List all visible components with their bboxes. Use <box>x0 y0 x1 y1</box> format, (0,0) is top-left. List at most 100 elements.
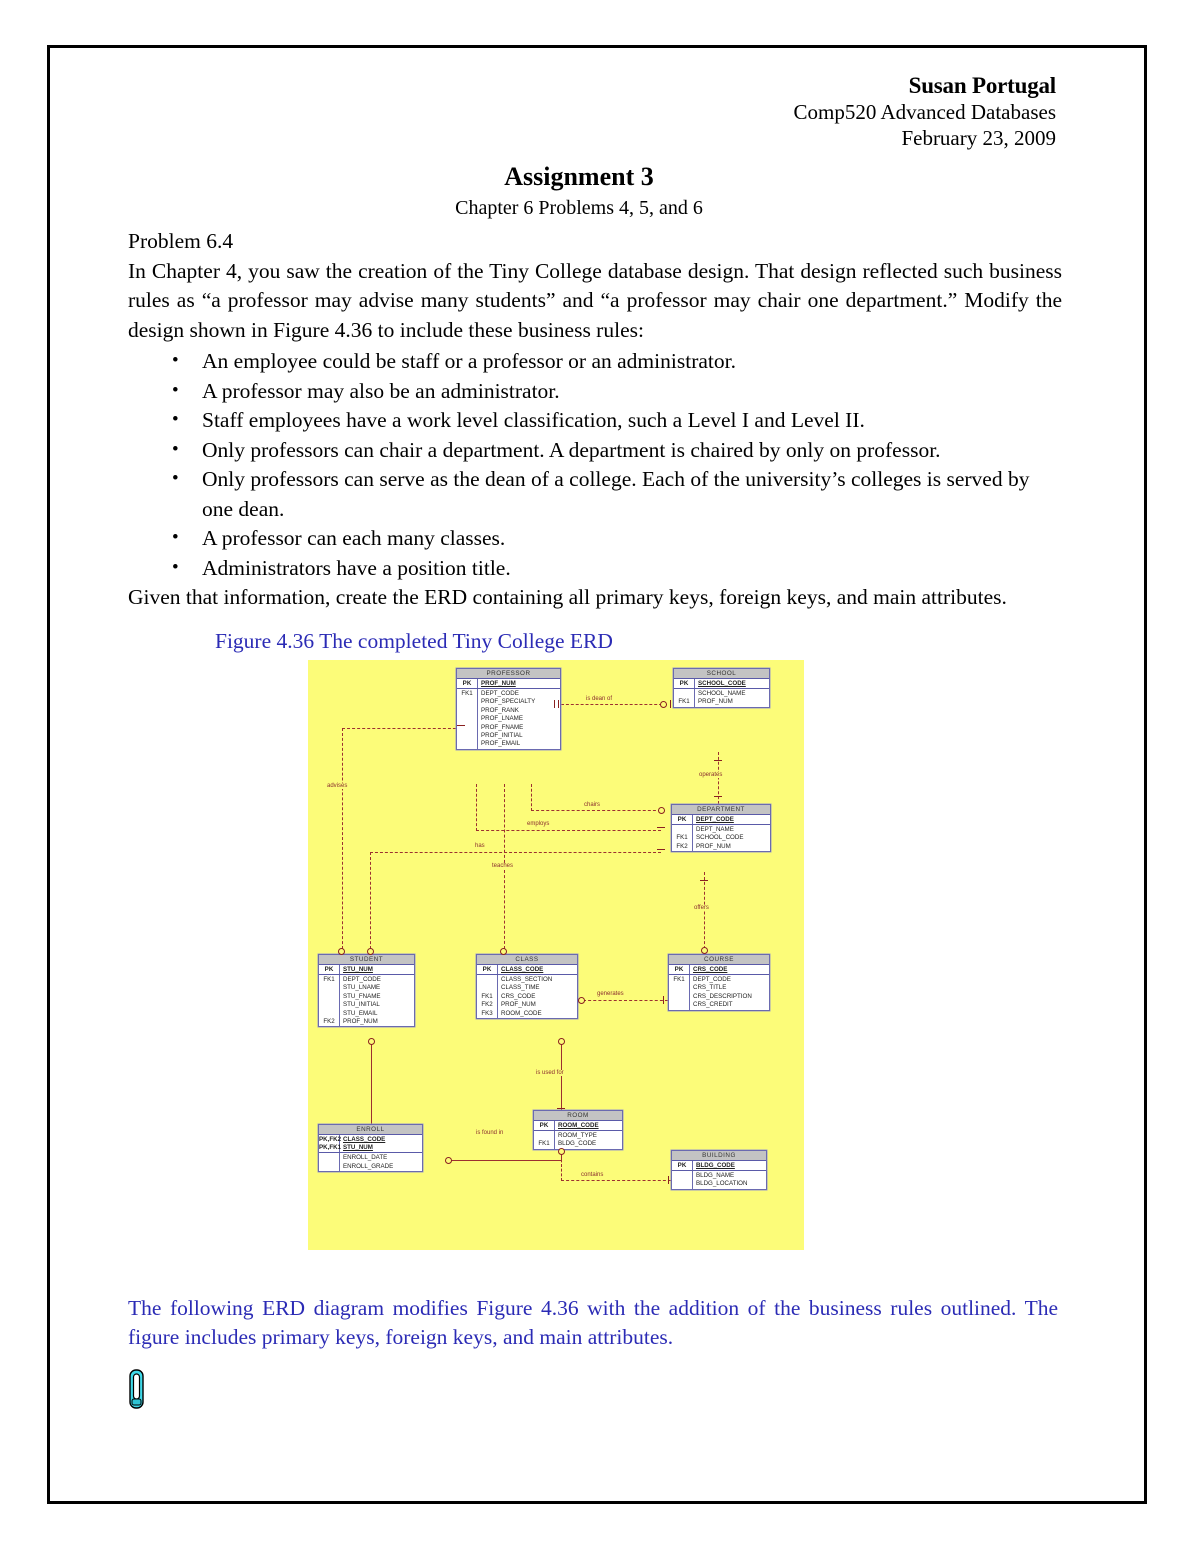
relationship-line-has-v <box>370 851 371 954</box>
entity-pk-row: PK STU_NUM <box>319 964 414 975</box>
relationship-line-generates <box>583 999 668 1001</box>
entity-attr-column: BLDG_NAME BLDG_LOCATION <box>696 1171 748 1188</box>
relationship-line-advises <box>342 727 343 954</box>
entity-key-column: FK1 FK2 <box>319 974 340 1027</box>
entity-school[interactable]: SCHOOL PK SCHOOL_CODE FK1 SCHOOL_NAME PR… <box>673 667 770 708</box>
entity-student[interactable]: STUDENT PK STU_NUM FK1 FK2 DEPT_CODE STU… <box>318 953 415 1028</box>
entity-pk-section: PK,FK2 PK,FK1 CLASS_CODE STU_NUM <box>319 1134 422 1154</box>
cardinality-mark <box>701 946 708 954</box>
entity-attr-cell: SCHOOL_CODE <box>698 679 746 687</box>
entity-attr-cell: ROOM_CODE <box>558 1121 599 1129</box>
page-title: Assignment 3 <box>504 162 654 191</box>
relationship-line-chairs-v <box>531 783 532 811</box>
entity-title: PROFESSOR <box>457 668 560 679</box>
cardinality-mark <box>663 995 664 1004</box>
entity-attr-column: DEPT_NAME SCHOOL_CODE PROF_NUM <box>696 825 744 850</box>
erd-diagram: is dean of operates chairs employs has t… <box>308 659 804 1250</box>
figure-container: is dean of operates chairs employs has t… <box>50 659 1144 1250</box>
relationship-label-employs: employs <box>526 820 551 827</box>
entity-room[interactable]: ROOM PK ROOM_CODE FK1 ROOM_TYPE BLDG_COD… <box>533 1109 623 1150</box>
entity-pk-row: PK BLDG_CODE <box>672 1160 766 1171</box>
entity-attr-column: CLASS_CODE STU_NUM <box>343 1135 386 1151</box>
relationship-label-chairs: chairs <box>583 801 602 808</box>
entity-key-column <box>672 1170 693 1189</box>
entity-attr-column: ROOM_TYPE BLDG_CODE <box>558 1131 597 1148</box>
list-item: Administrators have a position title. <box>128 553 1062 584</box>
page-subtitle: Chapter 6 Problems 4, 5, and 6 <box>455 197 703 219</box>
relationship-line-has <box>370 851 661 853</box>
entity-title: ENROLL <box>319 1124 422 1135</box>
entity-key-column: FK1 <box>457 688 478 749</box>
entity-pk-row: PK ROOM_CODE <box>534 1120 622 1131</box>
entity-key-column: PK,FK2 PK,FK1 <box>319 1134 342 1153</box>
problem-closing: Given that information, create the ERD c… <box>128 585 1007 609</box>
entity-title: SCHOOL <box>674 668 769 679</box>
entity-key-cell: PK <box>477 964 498 974</box>
relationship-label-generates: generates <box>596 990 625 997</box>
cardinality-mark <box>338 947 345 955</box>
cardinality-mark <box>500 947 507 955</box>
cardinality-mark <box>457 724 465 726</box>
entity-attr-cell: PROF_NUM <box>481 679 516 687</box>
entity-class[interactable]: CLASS PK CLASS_CODE FK1 FK2 FK3 CLASS_SE… <box>476 953 578 1019</box>
cardinality-mark <box>558 699 559 708</box>
entity-pk-row: PK SCHOOL_CODE <box>674 678 769 689</box>
entity-key-cell: PK <box>669 964 690 974</box>
relationship-line-contains-v <box>561 1149 562 1181</box>
relationship-label-offers: offers <box>693 904 710 911</box>
cardinality-mark <box>668 1175 669 1184</box>
entity-attr-section: FK1 FK2 FK3 CLASS_SECTION CLASS_TIME CRS… <box>477 974 577 1018</box>
entity-key-cell: PK <box>674 678 695 688</box>
entity-attr-section: FK1 FK2 DEPT_NAME SCHOOL_CODE PROF_NUM <box>672 824 770 852</box>
relationship-line-is-found-in-v <box>561 1039 562 1161</box>
relationship-line-operates <box>718 751 719 804</box>
closing-note: The following ERD diagram modifies Figur… <box>128 1295 1058 1350</box>
entity-attr-column: DEPT_CODE CRS_TITLE CRS_DESCRIPTION CRS_… <box>693 975 752 1009</box>
cardinality-mark <box>657 826 665 828</box>
entity-attr-column: CLASS_SECTION CLASS_TIME CRS_CODE PROF_N… <box>501 975 553 1017</box>
problem-intro: In Chapter 4, you saw the creation of th… <box>128 258 1062 342</box>
entity-key-cell: PK <box>672 1160 693 1170</box>
list-item: Only professors can chair a department. … <box>128 435 1062 466</box>
author-name: Susan Portugal <box>908 73 1057 98</box>
entity-key-cell: PK <box>319 964 340 974</box>
entity-title: BUILDING <box>672 1150 766 1161</box>
document-date: February 23, 2009 <box>901 126 1056 150</box>
cardinality-mark <box>658 806 665 814</box>
cardinality-mark <box>368 1037 375 1045</box>
cardinality-mark <box>558 1147 565 1155</box>
relationship-label-has: has <box>474 842 486 849</box>
relationship-line-employs-v <box>476 783 477 831</box>
relationship-line-employs <box>476 829 661 831</box>
cardinality-mark <box>670 699 671 708</box>
entity-attr-column: DEPT_CODE PROF_SPECIALTY PROF_RANK PROF_… <box>481 689 536 748</box>
entity-enroll[interactable]: ENROLL PK,FK2 PK,FK1 CLASS_CODE STU_NUM … <box>318 1123 423 1173</box>
relationship-label-contains: contains <box>580 1171 605 1178</box>
list-item: Staff employees have a work level classi… <box>128 405 1062 436</box>
relationship-line-enroll-student <box>371 1039 372 1140</box>
entity-pk-row: PK PROF_NUM <box>457 678 560 689</box>
relationship-line-contains <box>561 1179 671 1181</box>
relationship-label-is-found-in: is found in <box>475 1129 505 1136</box>
list-item: A professor can each many classes. <box>128 523 1062 554</box>
list-item: An employee could be staff or a professo… <box>128 346 1062 377</box>
entity-title: COURSE <box>669 954 769 965</box>
entity-course[interactable]: COURSE PK CRS_CODE FK1 DEPT_CODE CRS_TIT… <box>668 953 770 1011</box>
entity-building[interactable]: BUILDING PK BLDG_CODE BLDG_NAME BLDG_LOC… <box>671 1149 767 1190</box>
entity-attr-section: FK1 DEPT_CODE PROF_SPECIALTY PROF_RANK P… <box>457 688 560 749</box>
entity-key-column: FK1 FK2 <box>672 824 693 852</box>
entity-key-cell: PK <box>672 814 693 824</box>
entity-key-column: FK1 FK2 FK3 <box>477 974 498 1018</box>
document-page: Susan Portugal Comp520 Advanced Database… <box>47 45 1147 1504</box>
business-rules-list: An employee could be staff or a professo… <box>128 346 1062 584</box>
problem-label: Problem 6.4 <box>128 229 234 253</box>
entity-key-column: FK1 <box>674 688 695 707</box>
entity-department[interactable]: DEPARTMENT PK DEPT_CODE FK1 FK2 DEPT_NAM… <box>671 803 771 853</box>
paperclip-icon[interactable] <box>128 1368 145 1409</box>
entity-key-cell: PK <box>457 678 478 688</box>
entity-professor[interactable]: PROFESSOR PK PROF_NUM FK1 DEPT_CODE PROF… <box>456 667 561 750</box>
attachment-container <box>50 1368 1144 1414</box>
document-body: Problem 6.4 In Chapter 4, you saw the cr… <box>50 221 1144 613</box>
list-item: Only professors can serve as the dean of… <box>128 464 1062 524</box>
relationship-label-is-used-for: is used for <box>535 1069 565 1076</box>
